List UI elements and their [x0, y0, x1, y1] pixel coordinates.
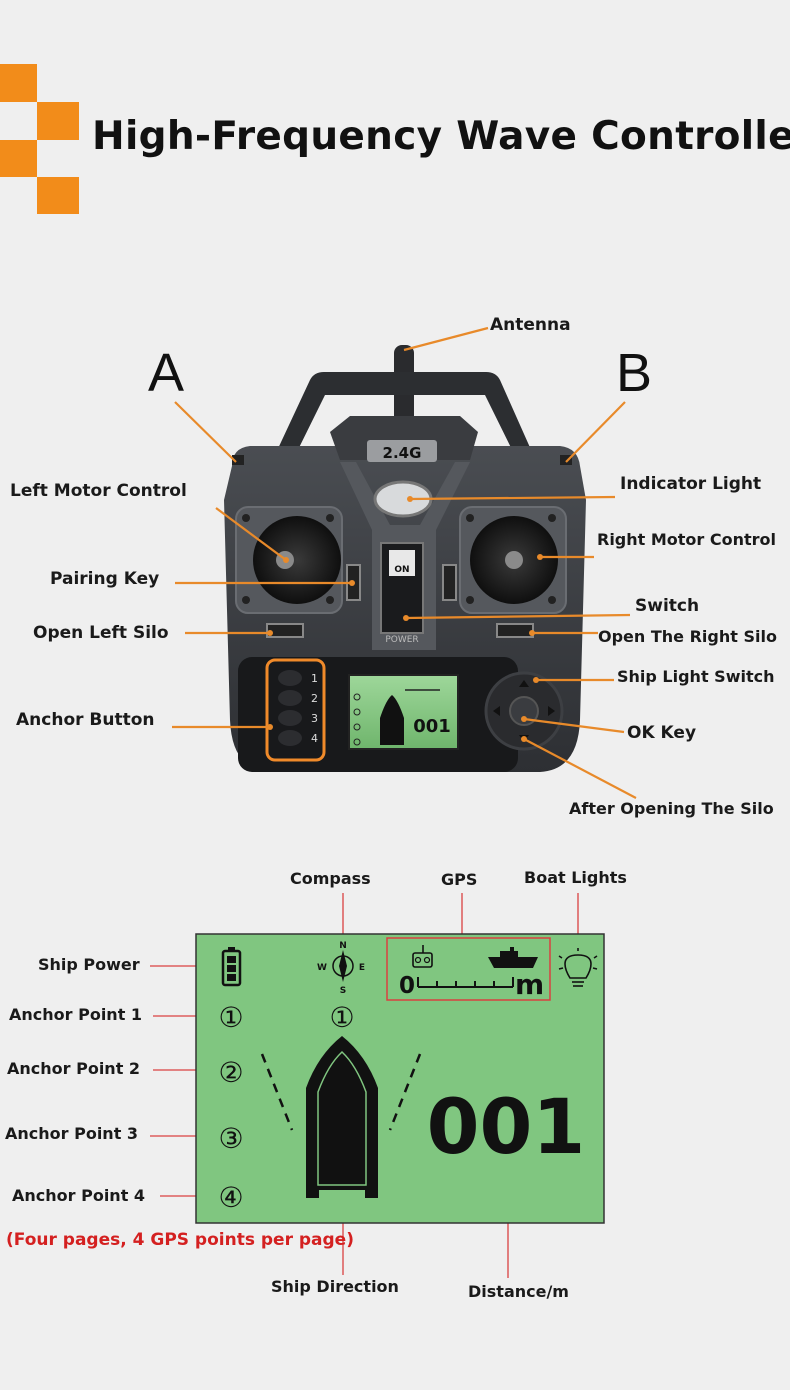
boat-icon	[488, 947, 538, 968]
label-ship-direction: Ship Direction	[271, 1277, 399, 1296]
label-distance: Distance/m	[468, 1282, 569, 1301]
label-ok-key: OK Key	[627, 723, 697, 743]
anchor-num-3: 3	[311, 712, 318, 725]
label-anchor-point-4: Anchor Point 4	[12, 1186, 146, 1205]
compass-e: E	[359, 963, 365, 973]
label-ship-light-switch: Ship Light Switch	[617, 667, 775, 686]
anchor-num-4: 4	[311, 732, 318, 745]
anchor-button-group	[265, 658, 326, 762]
compass-s: S	[340, 986, 346, 996]
label-pairing-key: Pairing Key	[50, 569, 160, 589]
label-right-motor: Right Motor Control	[597, 530, 777, 549]
anchor-mark-1: ①	[218, 1001, 243, 1034]
label-antenna: Antenna	[490, 315, 571, 335]
side-label-a: A	[148, 343, 185, 403]
switch-on-label: ON	[394, 565, 409, 575]
controller-illustration: 2.4G ON POWER 1 2 3 4 001	[172, 326, 637, 799]
distance-value: 001	[427, 1082, 586, 1171]
label-ship-power: Ship Power	[38, 955, 140, 974]
mini-lcd-value: 001	[413, 716, 451, 737]
right-stick	[505, 551, 523, 569]
label-gps: GPS	[441, 870, 478, 889]
gps-unit: m	[515, 968, 544, 1001]
label-anchor-point-1: Anchor Point 1	[9, 1005, 143, 1024]
carry-handle	[268, 372, 540, 470]
label-anchor-button: Anchor Button	[16, 710, 155, 730]
label-compass: Compass	[290, 869, 371, 888]
lcd-diagram: N S W E 0 m ① ② ③ ④ ①	[150, 893, 605, 1278]
remote-icon	[412, 945, 433, 968]
gps-box	[386, 937, 551, 1001]
compass-icon: N S W E	[317, 941, 365, 996]
pages-note: (Four pages, 4 GPS points per page)	[6, 1230, 354, 1250]
label-anchor-point-2: Anchor Point 2	[7, 1059, 141, 1078]
brand-square-2	[37, 102, 79, 140]
label-indicator-light: Indicator Light	[620, 474, 762, 494]
label-left-motor: Left Motor Control	[10, 481, 187, 501]
top-anchor-mark: ①	[329, 1001, 354, 1034]
label-anchor-point-3: Anchor Point 3	[5, 1124, 139, 1143]
compass-w: W	[317, 963, 327, 973]
lcd-panel	[195, 933, 605, 1224]
power-label: POWER	[385, 635, 418, 645]
brand-square-3	[0, 140, 37, 177]
compass-n: N	[339, 941, 347, 951]
gps-scale	[417, 977, 514, 988]
battery-icon	[221, 947, 242, 987]
lightbulb-icon	[558, 948, 598, 987]
anchor-num-2: 2	[311, 692, 318, 705]
ok-key	[509, 696, 539, 726]
gps-zero: 0	[399, 973, 415, 999]
brand-square-1	[0, 64, 37, 102]
page-title: High-Frequency Wave Controller	[92, 114, 790, 159]
label-open-right-silo: Open The Right Silo	[598, 627, 777, 646]
anchor-mark-4: ④	[218, 1181, 243, 1214]
brand-square-4	[37, 177, 79, 214]
right-silo-switch	[496, 623, 534, 638]
label-open-left-silo: Open Left Silo	[33, 623, 169, 643]
band-label: 2.4G	[383, 444, 422, 462]
anchor-mark-2: ②	[218, 1056, 243, 1089]
anchor-num-1: 1	[311, 672, 318, 685]
label-boat-lights: Boat Lights	[524, 868, 627, 887]
left-silo-switch	[266, 623, 304, 638]
label-switch: Switch	[635, 596, 700, 616]
label-after-opening-silo: After Opening The Silo	[569, 799, 774, 818]
anchor-mark-3: ③	[218, 1122, 243, 1155]
side-label-b: B	[616, 343, 653, 403]
